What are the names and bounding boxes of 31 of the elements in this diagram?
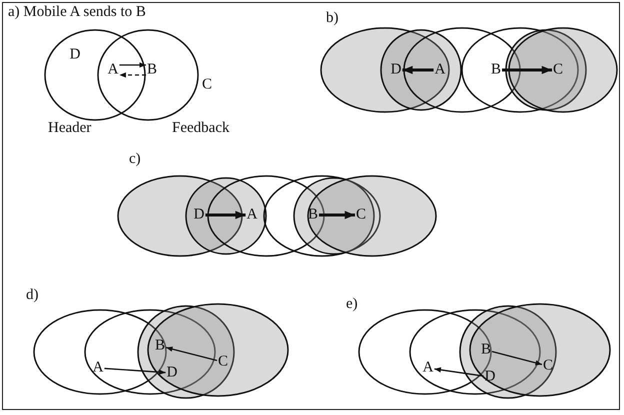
panel-label: c) bbox=[129, 151, 141, 167]
panel-label: d) bbox=[26, 287, 38, 303]
node-letter: A bbox=[106, 62, 120, 78]
arrow bbox=[104, 368, 166, 375]
node-letter: A bbox=[92, 360, 104, 376]
node-letter: A bbox=[434, 62, 446, 78]
node-letter: B bbox=[480, 342, 492, 358]
node-letter: B bbox=[490, 62, 502, 78]
node-letter: D bbox=[68, 48, 82, 62]
panel-label: e) bbox=[346, 296, 358, 312]
node-letter: B bbox=[154, 338, 166, 354]
node-letter: C bbox=[217, 354, 229, 370]
node-letter: A bbox=[422, 360, 434, 376]
arrow bbox=[119, 72, 146, 78]
circle-label: Feedback bbox=[172, 120, 230, 136]
node-letter: A bbox=[246, 208, 258, 222]
node-letter: D bbox=[166, 366, 178, 380]
node-letter: D bbox=[484, 370, 496, 384]
node-letter: C bbox=[542, 358, 554, 374]
node-letter: C bbox=[552, 62, 564, 78]
arrow bbox=[492, 350, 542, 366]
panel-title: a) Mobile A sends to B bbox=[8, 4, 146, 20]
circle-label: Header bbox=[48, 120, 92, 136]
arrow bbox=[119, 62, 146, 68]
node-letter: C bbox=[355, 208, 367, 222]
panel-label: b) bbox=[326, 10, 338, 26]
node-letter: D bbox=[390, 62, 402, 78]
node-letter: C bbox=[201, 78, 213, 92]
node-letter: B bbox=[307, 208, 319, 222]
node-letter: D bbox=[192, 208, 206, 222]
node-letter: B bbox=[146, 62, 158, 78]
